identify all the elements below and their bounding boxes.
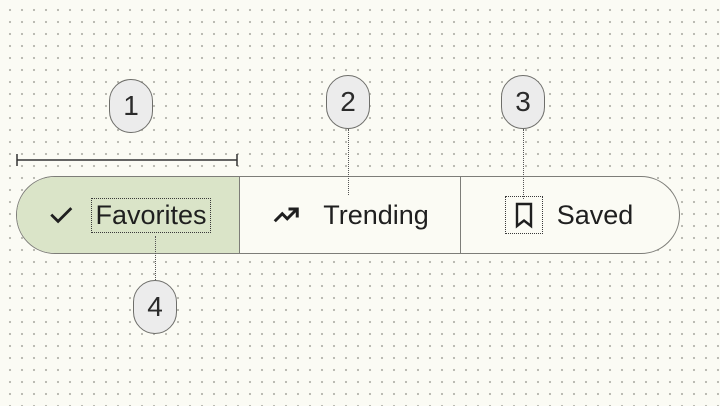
segment-label-trending: Trending [323, 199, 429, 230]
segment-trending[interactable]: Trending [239, 177, 460, 253]
segment-label-saved: Saved [556, 199, 634, 230]
trending-up-icon [271, 200, 301, 230]
callout-4-leader [155, 236, 156, 280]
segment-saved[interactable]: Saved [460, 177, 679, 253]
segment-favorites[interactable]: Favorites [17, 177, 239, 253]
segment-label-favorites: Favorites [91, 197, 211, 233]
callout-2-leader [348, 129, 349, 195]
check-icon [47, 201, 75, 229]
container-width-bracket [16, 154, 238, 166]
bookmark-icon [504, 196, 543, 234]
callout-4: 4 [133, 280, 177, 334]
callout-3: 3 [501, 75, 545, 129]
callout-1: 1 [109, 79, 153, 133]
callout-2: 2 [326, 75, 370, 129]
callout-3-leader [523, 129, 524, 199]
